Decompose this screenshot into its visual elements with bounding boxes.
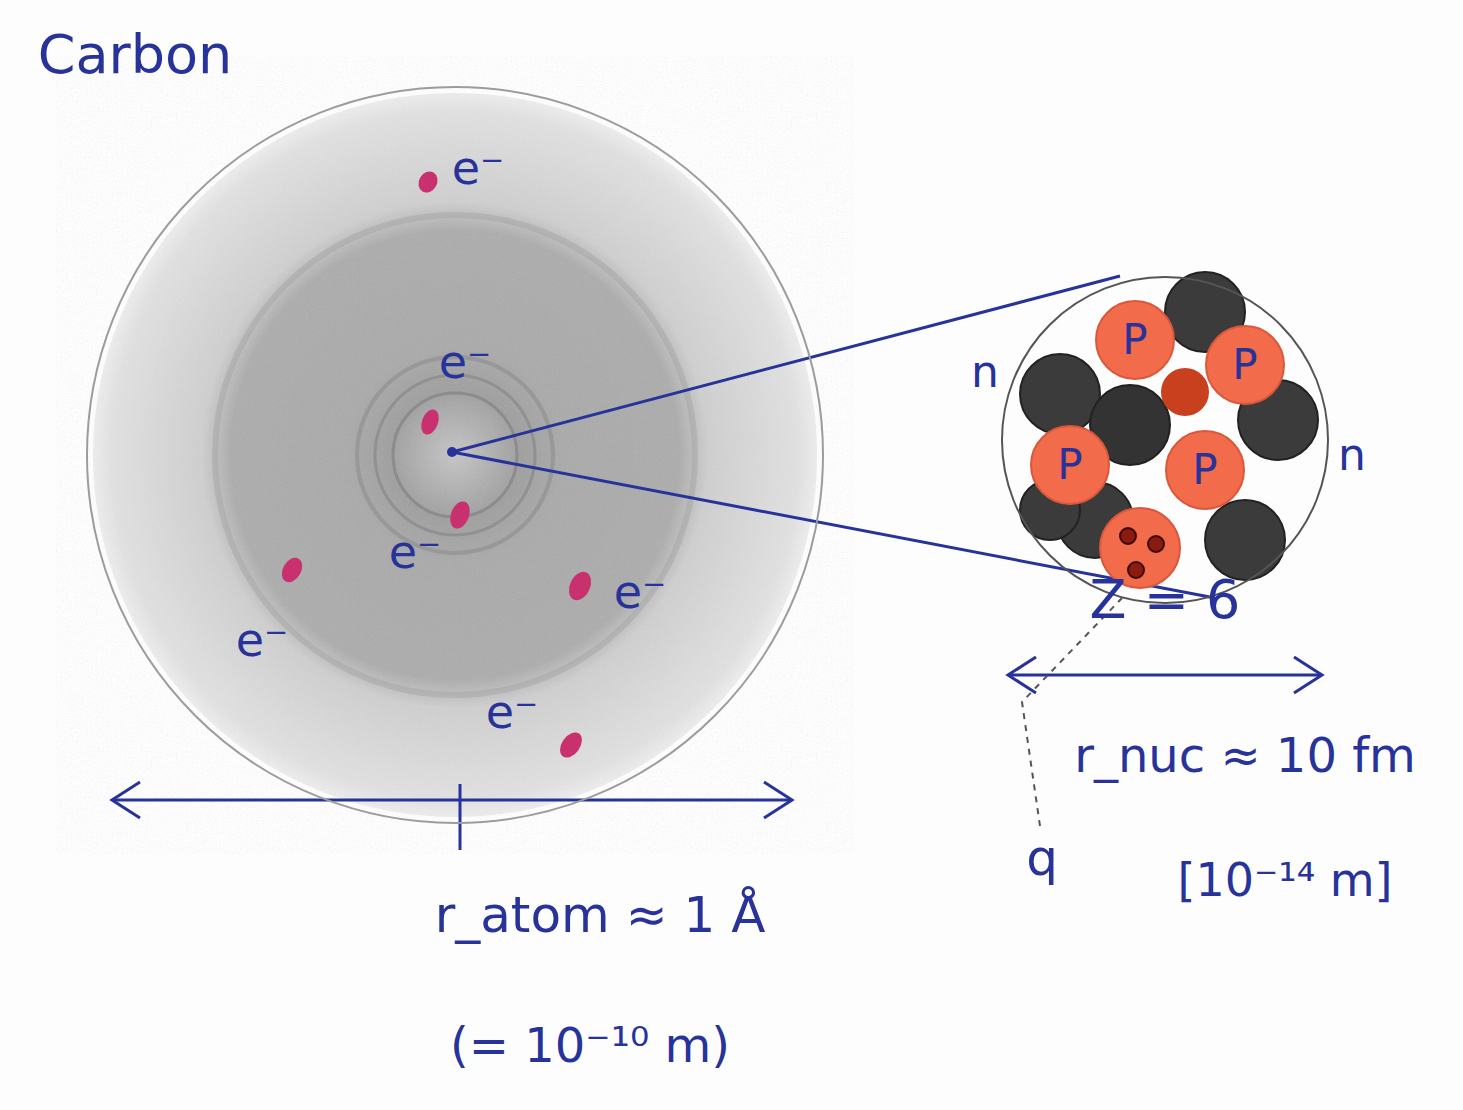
arrowhead	[1294, 657, 1322, 693]
atom-boundary: e⁻ e⁻ e⁻ e⁻ e⁻ e⁻	[85, 85, 825, 825]
electron-label: e⁻	[452, 145, 505, 191]
arrowhead	[764, 782, 792, 818]
arrowhead	[1008, 657, 1036, 693]
electron-label: e⁻	[439, 339, 492, 385]
dimension-arrow	[112, 799, 792, 802]
atom-boundary-outline	[85, 85, 825, 825]
electron-dot	[447, 499, 473, 531]
electron-label: e⁻	[486, 689, 539, 735]
arrowhead	[112, 782, 140, 818]
proton-label: P	[1192, 449, 1217, 491]
quark	[1148, 536, 1164, 552]
neutron-label: n	[971, 350, 999, 394]
electron-dot	[556, 728, 587, 761]
proton-label: P	[1232, 344, 1257, 386]
proton-label: P	[1057, 444, 1082, 486]
proton: P	[1094, 299, 1176, 381]
proton: P	[1164, 429, 1246, 511]
title: Carbon	[38, 28, 233, 82]
neutron	[1205, 500, 1285, 580]
cloud-ring	[357, 357, 553, 553]
atomic-number: Z = 6	[1090, 573, 1241, 627]
proton-label: P	[1122, 319, 1147, 361]
electron-dot	[418, 407, 442, 437]
electron-dot	[415, 168, 442, 196]
electron-cloud	[93, 93, 817, 817]
dimension-label: r_nuc ≈ 10 fm	[1074, 731, 1416, 779]
atom-boundary-shape	[87, 87, 823, 823]
neutron	[1020, 354, 1100, 434]
nucleus-point	[447, 447, 457, 457]
cloud-ring	[393, 393, 517, 517]
proton-shape	[1206, 326, 1284, 404]
cloud-ring	[375, 375, 535, 535]
dimension-label: (= 10⁻¹⁰ m)	[450, 1021, 730, 1069]
cloud-ring	[215, 215, 695, 695]
proton-shape	[1096, 301, 1174, 379]
nucleus-shape	[1002, 277, 1328, 603]
neutron-label: n	[1338, 433, 1366, 477]
electron-label: e⁻	[236, 617, 289, 663]
quark	[1120, 528, 1136, 544]
dimension-label: r_atom ≈ 1 Å	[435, 890, 766, 940]
quark-label: q	[1026, 833, 1058, 883]
proton	[1161, 368, 1209, 416]
proton: P	[1204, 324, 1286, 406]
electron-label: e⁻	[614, 569, 667, 615]
electron-label: e⁻	[389, 529, 442, 575]
dimension-label: [10⁻¹⁴ m]	[1177, 857, 1392, 903]
proton-shape	[1031, 426, 1109, 504]
nucleus: PPPPZ = 6	[1000, 275, 1330, 605]
quark-leader	[1022, 598, 1122, 826]
dimension-tick	[459, 784, 462, 850]
proton-shape	[1166, 431, 1244, 509]
proton: P	[1029, 424, 1111, 506]
dimension-arrow	[1008, 674, 1322, 677]
electron-dot	[278, 554, 307, 586]
electron-dot	[565, 568, 596, 604]
